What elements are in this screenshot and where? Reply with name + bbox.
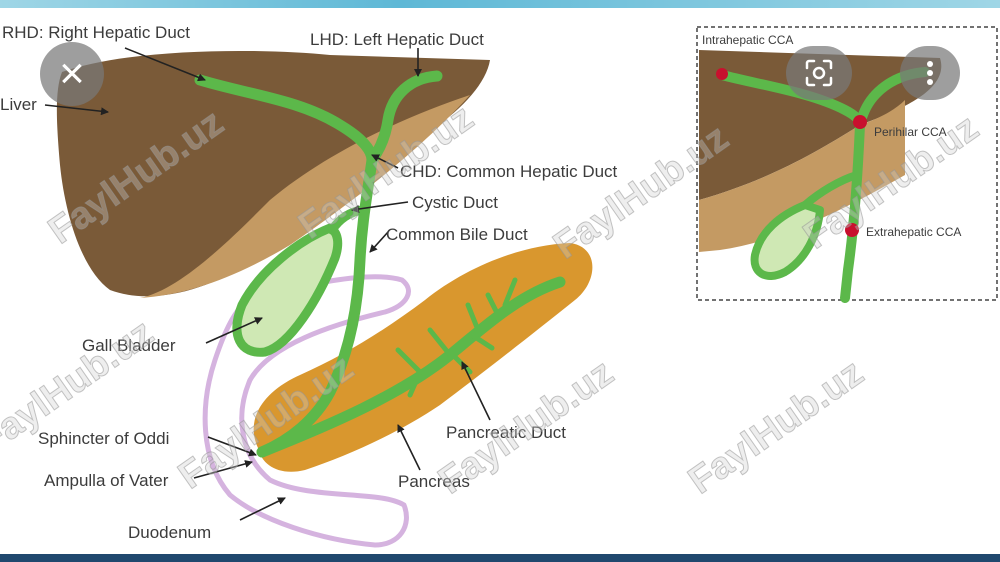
lens-search-button[interactable]: [786, 46, 852, 100]
lhd-label: LHD: Left Hepatic Duct: [310, 30, 484, 49]
bottom-accent-strip: [0, 554, 1000, 562]
liver-label: Liver: [0, 95, 37, 114]
cca-inset: Intrahepatic CCA Perihilar CCA Extrahepa…: [696, 26, 998, 303]
gall-bladder-label: Gall Bladder: [82, 336, 176, 355]
liver-shape: [56, 50, 490, 298]
intrahepatic-marker: [716, 68, 728, 80]
close-icon: ×: [59, 49, 85, 98]
ampulla-label: Ampulla of Vater: [44, 471, 169, 490]
common-bile-duct-label: Common Bile Duct: [386, 225, 528, 244]
lens-icon: [805, 59, 833, 87]
watermark: FaylHub.uz: [681, 352, 871, 503]
top-accent-strip: [0, 0, 1000, 8]
close-button[interactable]: ×: [40, 42, 104, 106]
more-vertical-icon: [927, 61, 933, 85]
cystic-duct-label: Cystic Duct: [412, 193, 498, 212]
intrahepatic-label: Intrahepatic CCA: [702, 33, 793, 47]
diagram-labels: RHD: Right Hepatic Duct LHD: Left Hepati…: [0, 23, 618, 542]
extrahepatic-marker: [845, 223, 859, 237]
pancreas-label: Pancreas: [398, 472, 470, 491]
perihilar-marker: [853, 115, 867, 129]
leader-arrows: [44, 47, 491, 521]
pancreatic-duct: [256, 276, 566, 458]
more-options-button[interactable]: [900, 46, 960, 100]
perihilar-label: Perihilar CCA: [874, 125, 947, 139]
sphincter-label: Sphincter of Oddi: [38, 429, 169, 448]
pancreatic-duct-label: Pancreatic Duct: [446, 423, 566, 442]
duodenum-label: Duodenum: [128, 523, 211, 542]
rhd-label: RHD: Right Hepatic Duct: [2, 23, 190, 42]
extrahepatic-label: Extrahepatic CCA: [866, 225, 961, 239]
chd-label: CHD: Common Hepatic Duct: [400, 162, 618, 181]
duodenum-shape: [202, 274, 411, 548]
